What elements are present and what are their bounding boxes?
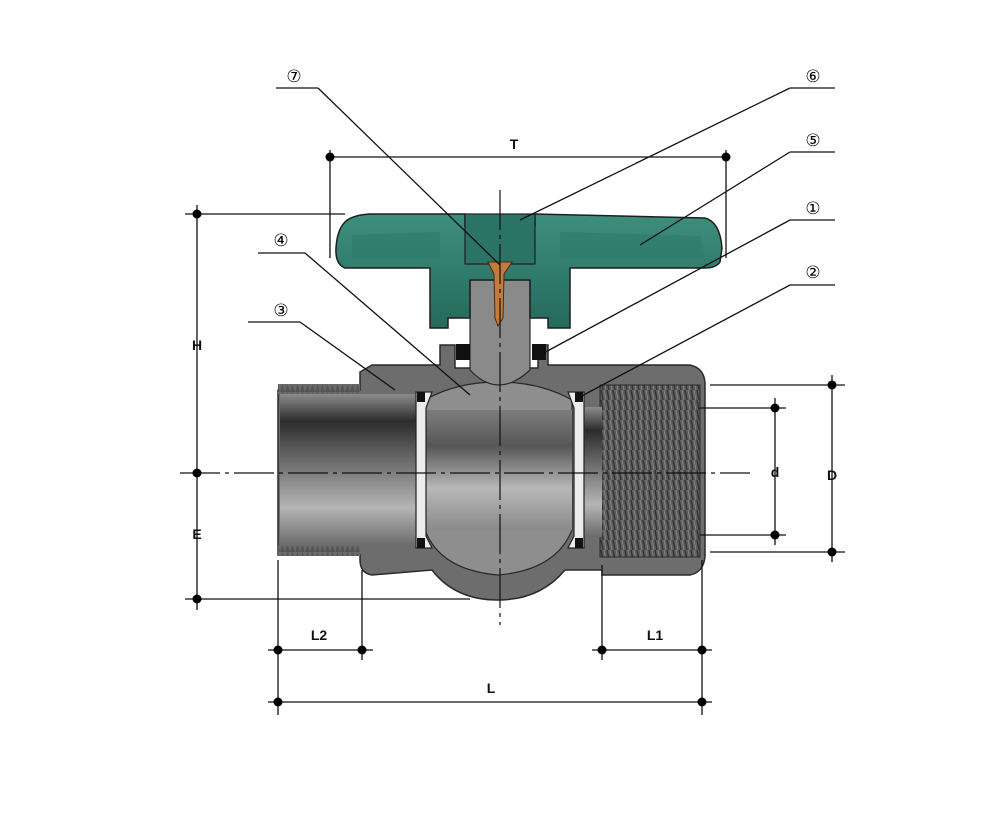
right-bore	[580, 407, 602, 537]
callout-numbers: ⑦ ⑥ ⑤ ① ② ④ ③	[273, 67, 820, 321]
seats	[415, 391, 585, 549]
leader-6	[519, 87, 791, 221]
dim-T-dot-left	[325, 152, 335, 162]
left-bore	[280, 394, 420, 546]
dim-L1-dot-right	[697, 645, 707, 655]
dim-H-dot-top	[192, 209, 202, 219]
seat-left-ring-bottom	[417, 538, 425, 548]
dim-label-D: D	[827, 467, 837, 483]
callout-2: ②	[805, 263, 820, 283]
dim-H-dot-center	[192, 468, 202, 478]
seat-left-ring-top	[417, 392, 425, 402]
dim-L2-dot-left	[273, 645, 283, 655]
leader-4	[304, 252, 471, 396]
ball-bore	[425, 410, 572, 530]
seat-left	[415, 391, 433, 549]
leader-2	[577, 284, 791, 399]
leader-3	[299, 321, 396, 391]
dim-label-H: H	[192, 337, 202, 353]
callout-3: ③	[273, 301, 288, 321]
dim-L2-dot-right	[357, 645, 367, 655]
centerlines	[180, 190, 750, 625]
dim-label-L: L	[487, 680, 496, 696]
dim-L-dot-left	[273, 697, 283, 707]
male-thread-top	[278, 384, 360, 394]
dim-D-dot-bottom	[827, 547, 837, 557]
handle	[335, 213, 723, 360]
callout-4: ④	[273, 231, 288, 251]
dim-d-dot-bottom	[770, 530, 780, 540]
callout-5: ⑤	[805, 131, 820, 151]
dimension-labels: T H E d D L2 L1 L	[192, 136, 837, 696]
seat-right	[567, 391, 585, 549]
callout-leaders	[248, 87, 835, 399]
callout-6: ⑥	[805, 67, 820, 87]
dim-label-E: E	[192, 526, 201, 542]
dim-D-dot-top	[827, 380, 837, 390]
dim-L1-dot-left	[597, 645, 607, 655]
dim-E-dot-bottom	[192, 594, 202, 604]
female-thread-bore	[599, 384, 701, 558]
dim-label-L2: L2	[311, 627, 328, 643]
o-ring-left	[456, 344, 470, 360]
leader-7	[317, 87, 501, 266]
dim-T-dot-right	[721, 152, 731, 162]
seat-right-ring-bottom	[575, 538, 583, 548]
leader-5	[639, 151, 791, 246]
dim-label-T: T	[510, 136, 519, 152]
o-ring-right	[532, 344, 546, 360]
callout-7: ⑦	[286, 67, 301, 87]
dimension-lines	[185, 150, 845, 715]
dim-label-L1: L1	[647, 627, 664, 643]
callout-1: ①	[805, 199, 820, 219]
male-thread-bottom	[278, 546, 360, 556]
dim-L-dot-right	[697, 697, 707, 707]
dim-d-dot-top	[770, 403, 780, 413]
leader-1	[539, 219, 791, 356]
dim-label-d: d	[771, 464, 780, 480]
